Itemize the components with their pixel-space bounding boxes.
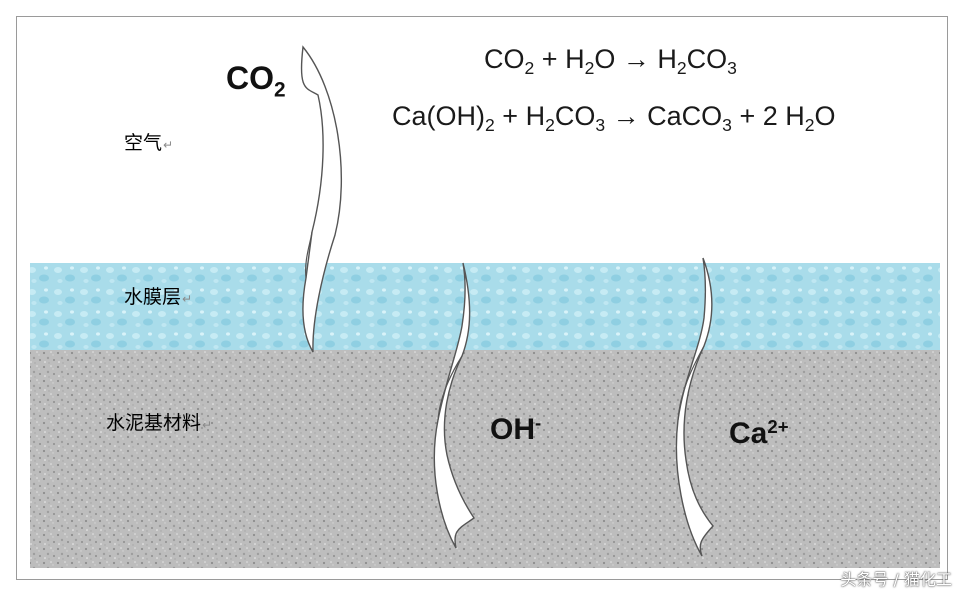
ca-ascending-arrow <box>675 257 714 557</box>
cement-substrate-layer <box>30 350 940 568</box>
reaction-arrow: → <box>612 101 640 131</box>
water-film-layer <box>30 263 940 350</box>
reaction-arrow: → <box>622 44 650 74</box>
calcium-ion-label: Ca2+ <box>729 416 789 451</box>
water-film-label: 水膜层↵ <box>124 286 193 308</box>
hydroxide-ion-label: OH- <box>490 412 542 447</box>
oh-ascending-arrow <box>433 262 475 549</box>
equation-2: Ca(OH)2 + H2CO3 → CaCO3 + 2 H2O <box>392 101 836 136</box>
co2-descending-arrow <box>300 45 343 353</box>
watermark: 头条号 / 猫化工 <box>840 570 952 589</box>
cement-material-label: 水泥基材料↵ <box>106 412 213 434</box>
co2-label: CO2 <box>226 60 286 102</box>
equation-1: CO2 + H2O → H2CO3 <box>484 44 737 79</box>
air-layer-label: 空气↵ <box>124 132 174 154</box>
